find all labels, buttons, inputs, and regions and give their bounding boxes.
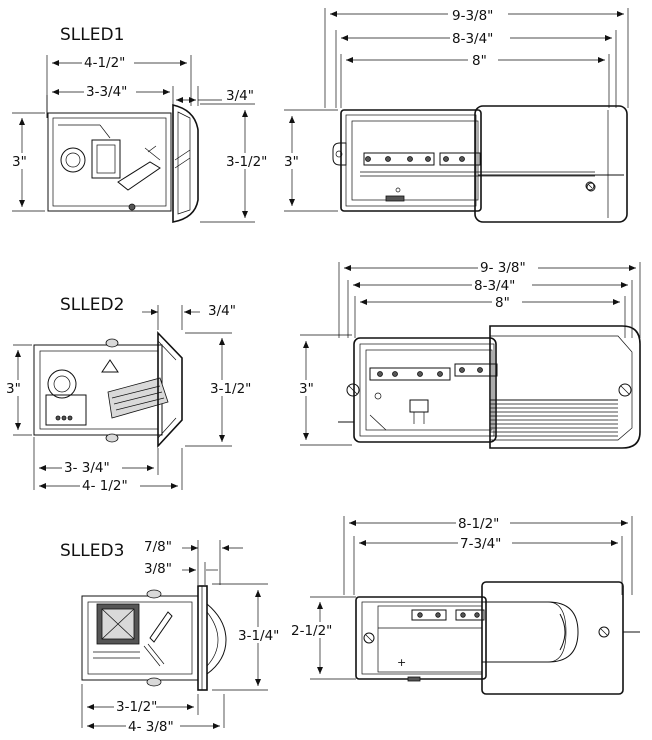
slled2-side-width-body-label: 3- 3/4"	[64, 460, 110, 476]
slled2-side-trim-depth-label: 3/4"	[208, 303, 236, 319]
slled1-front-view: 9-3/8" 8-3/4" 8" 3"	[283, 6, 629, 223]
slled1-side-view: 4-1/2" 3-3/4" 3/4" 3" 3-1/2"	[8, 54, 269, 223]
slled1-side-trim-depth-label: 3/4"	[226, 88, 254, 104]
slled2-side-height-label: 3"	[6, 381, 21, 397]
slled2-group: SLLED2 3/4"	[4, 259, 641, 494]
slled1-title: SLLED1	[60, 25, 124, 45]
slled3-title: SLLED3	[60, 541, 124, 561]
slled2-side-width-overall-label: 4- 1/2"	[82, 478, 128, 494]
slled2-front-length-overall-label: 9- 3/8"	[480, 260, 526, 276]
slled3-side-trim-depth-label: 3/8"	[144, 561, 172, 577]
slled3-side-trim-offset-label: 7/8"	[144, 539, 172, 555]
slled1-front-height-label: 3"	[284, 154, 299, 170]
slled2-front-view: 9- 3/8" 8-3/4" 8" 3"	[297, 259, 641, 449]
slled1-front-length-overall-label: 9-3/8"	[452, 8, 493, 24]
slled1-side-width-body-label: 3-3/4"	[86, 84, 127, 100]
slled1-side-faceplate-height-label: 3-1/2"	[226, 154, 267, 170]
slled3-front-length-body-label: 7-3/4"	[460, 536, 501, 552]
slled3-side-faceplate-height-label: 3-1/4"	[238, 628, 279, 644]
slled2-louver-lines	[490, 403, 618, 437]
slled3-group: SLLED3 7/8" 3/8"	[60, 515, 640, 735]
slled1-side-height-label: 3"	[12, 154, 27, 170]
slled3-front-plus-mark: +	[397, 656, 406, 669]
slled2-front-length-body-label: 8"	[495, 295, 510, 311]
slled3-front-height-label: 2-1/2"	[291, 623, 332, 639]
slled2-front-height-label: 3"	[299, 381, 314, 397]
slled3-front-view: 8-1/2" 7-3/4" 2-1/2" +	[290, 515, 640, 695]
slled1-side-width-overall-label: 4-1/2"	[84, 55, 125, 71]
slled2-front-length-mid-label: 8-3/4"	[474, 278, 515, 294]
slled1-group: SLLED1 4	[8, 6, 629, 223]
slled2-side-faceplate-height-label: 3-1/2"	[210, 381, 251, 397]
slled2-side-view: 3/4" 3" 3-	[4, 303, 257, 494]
slled1-front-length-body-label: 8"	[472, 53, 487, 69]
slled3-side-width-overall-label: 4- 3/8"	[128, 719, 174, 735]
slled3-side-width-body-label: 3-1/2"	[116, 699, 157, 715]
slled1-front-length-mid-label: 8-3/4"	[452, 31, 493, 47]
slled3-side-view: 7/8" 3/8"	[81, 539, 282, 735]
slled2-title: SLLED2	[60, 295, 124, 315]
slled3-front-length-overall-label: 8-1/2"	[458, 516, 499, 532]
